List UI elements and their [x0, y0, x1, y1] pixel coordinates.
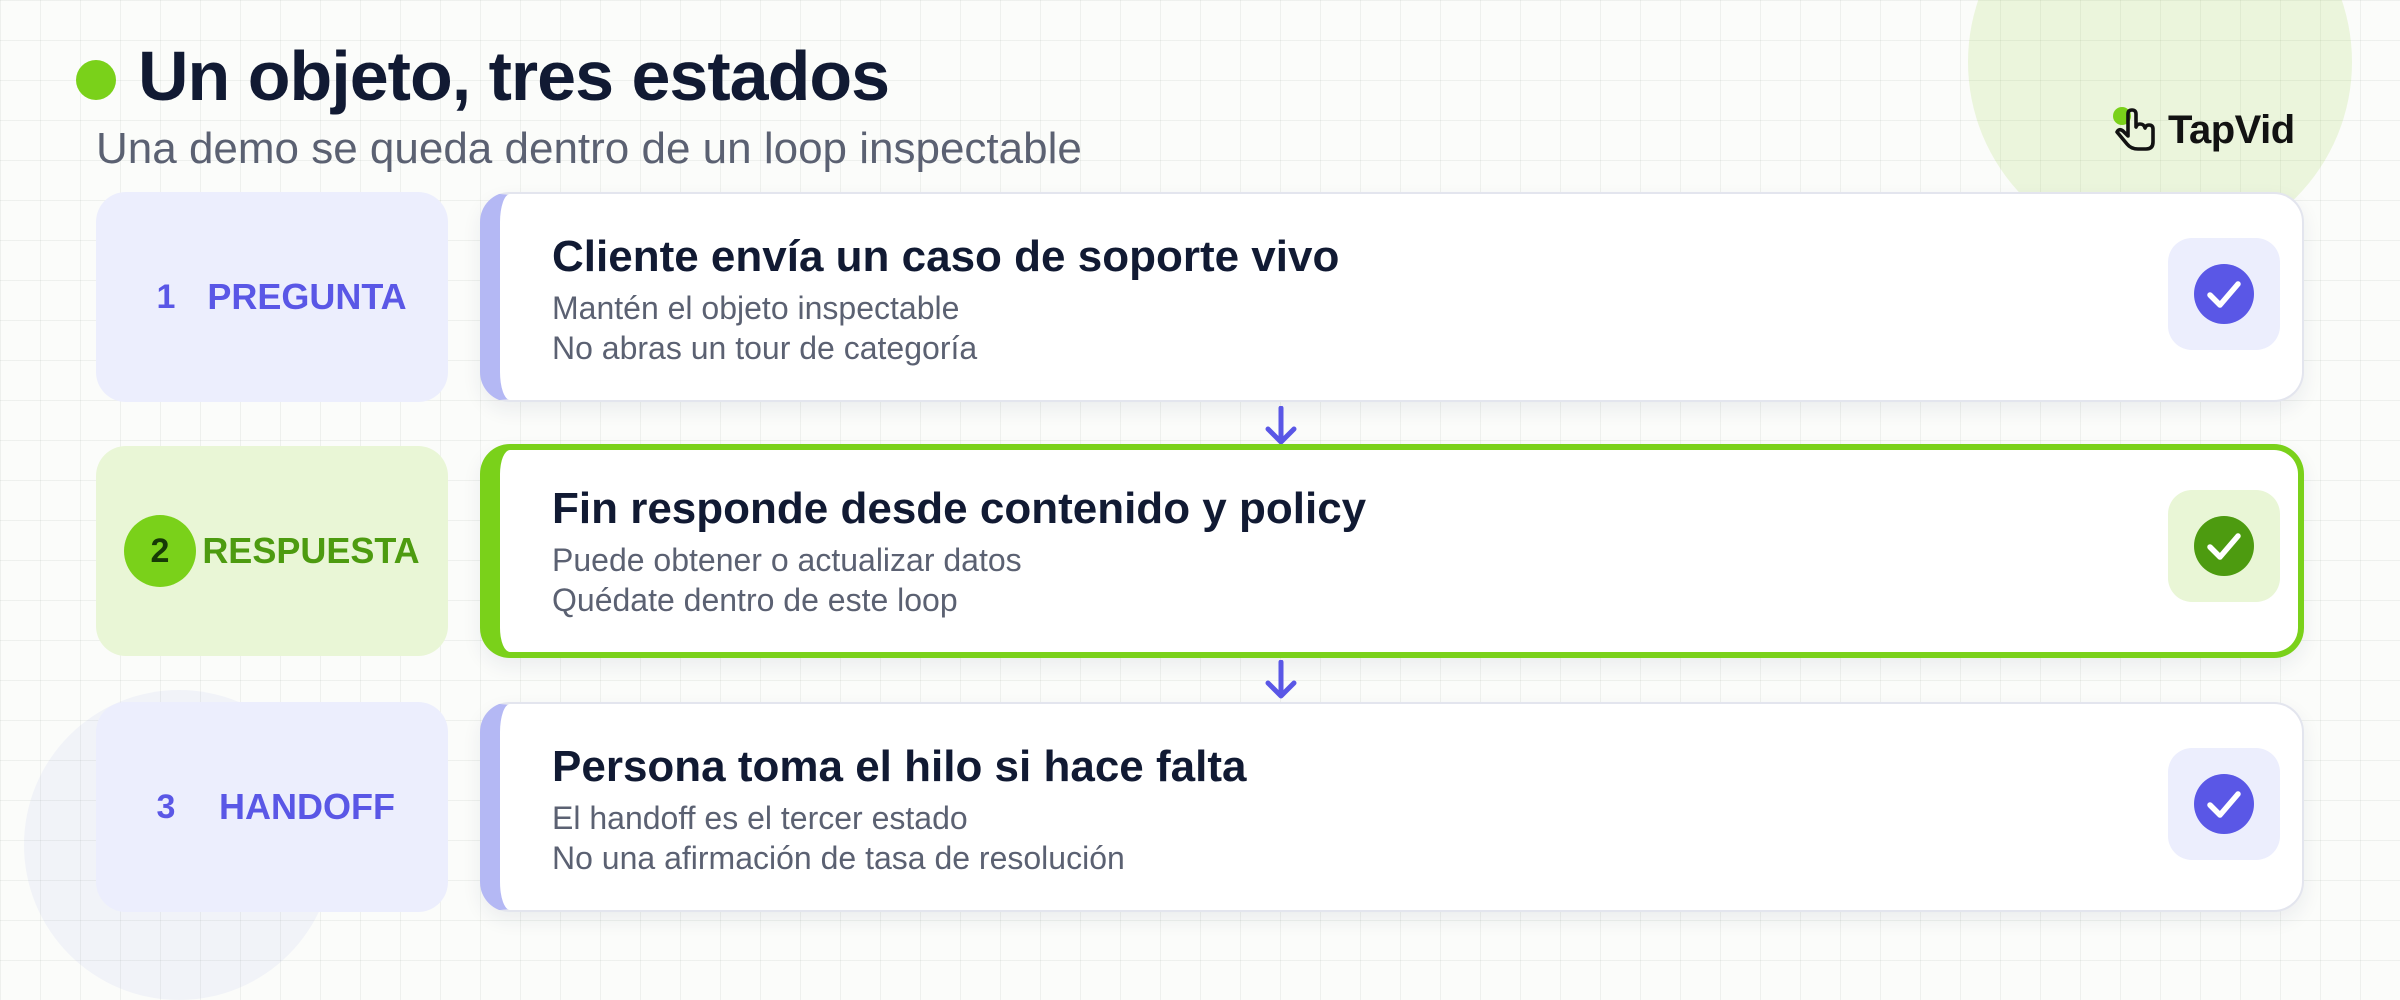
step-number: 2 [124, 515, 196, 587]
step-number: 3 [156, 787, 176, 826]
check-circle-icon [2194, 264, 2254, 324]
page-title: Un objeto, tres estados [138, 37, 890, 115]
status-badge [2168, 748, 2280, 860]
step-name: PREGUNTA [207, 276, 407, 317]
hand-pointer-icon [2113, 107, 2155, 151]
check-circle-icon [2194, 516, 2254, 576]
step-card-detail: Quédate dentro de este loop [552, 582, 958, 618]
step-card-pregunta: Cliente envía un caso de soporte vivo Ma… [480, 192, 2304, 402]
step-card-detail: El handoff es el tercer estado [552, 800, 968, 836]
step-card-detail: Puede obtener o actualizar datos [552, 542, 1022, 578]
step-card-respuesta: Fin responde desde contenido y policy Pu… [480, 444, 2304, 658]
check-circle-icon [2194, 774, 2254, 834]
step-label-pregunta: 1 PREGUNTA [96, 192, 448, 402]
step-label-handoff: 3 HANDOFF [96, 702, 448, 912]
step-card-detail: Mantén el objeto inspectable [552, 290, 960, 326]
page-subtitle: Una demo se queda dentro de un loop insp… [96, 124, 1082, 173]
status-badge [2168, 238, 2280, 350]
brand-name: TapVid [2168, 107, 2295, 152]
step-card-title: Persona toma el hilo si hace falta [552, 742, 1247, 791]
step-card-detail: No abras un tour de categoría [552, 330, 978, 366]
step-name: RESPUESTA [202, 530, 420, 571]
arrow-down-icon [1265, 660, 1297, 699]
title-bullet [76, 60, 116, 100]
step-card-handoff: Persona toma el hilo si hace falta El ha… [480, 702, 2304, 912]
brand-logo: TapVid [2108, 102, 2295, 158]
step-card-detail: No una afirmación de tasa de resolución [552, 840, 1125, 876]
status-badge [2168, 490, 2280, 602]
step-card-title: Fin responde desde contenido y policy [552, 484, 1367, 533]
step-number: 1 [156, 277, 176, 316]
step-name: HANDOFF [219, 786, 395, 827]
step-card-title: Cliente envía un caso de soporte vivo [552, 232, 1340, 281]
step-label-respuesta: 2 RESPUESTA [96, 446, 448, 656]
arrow-down-icon [1265, 406, 1297, 445]
